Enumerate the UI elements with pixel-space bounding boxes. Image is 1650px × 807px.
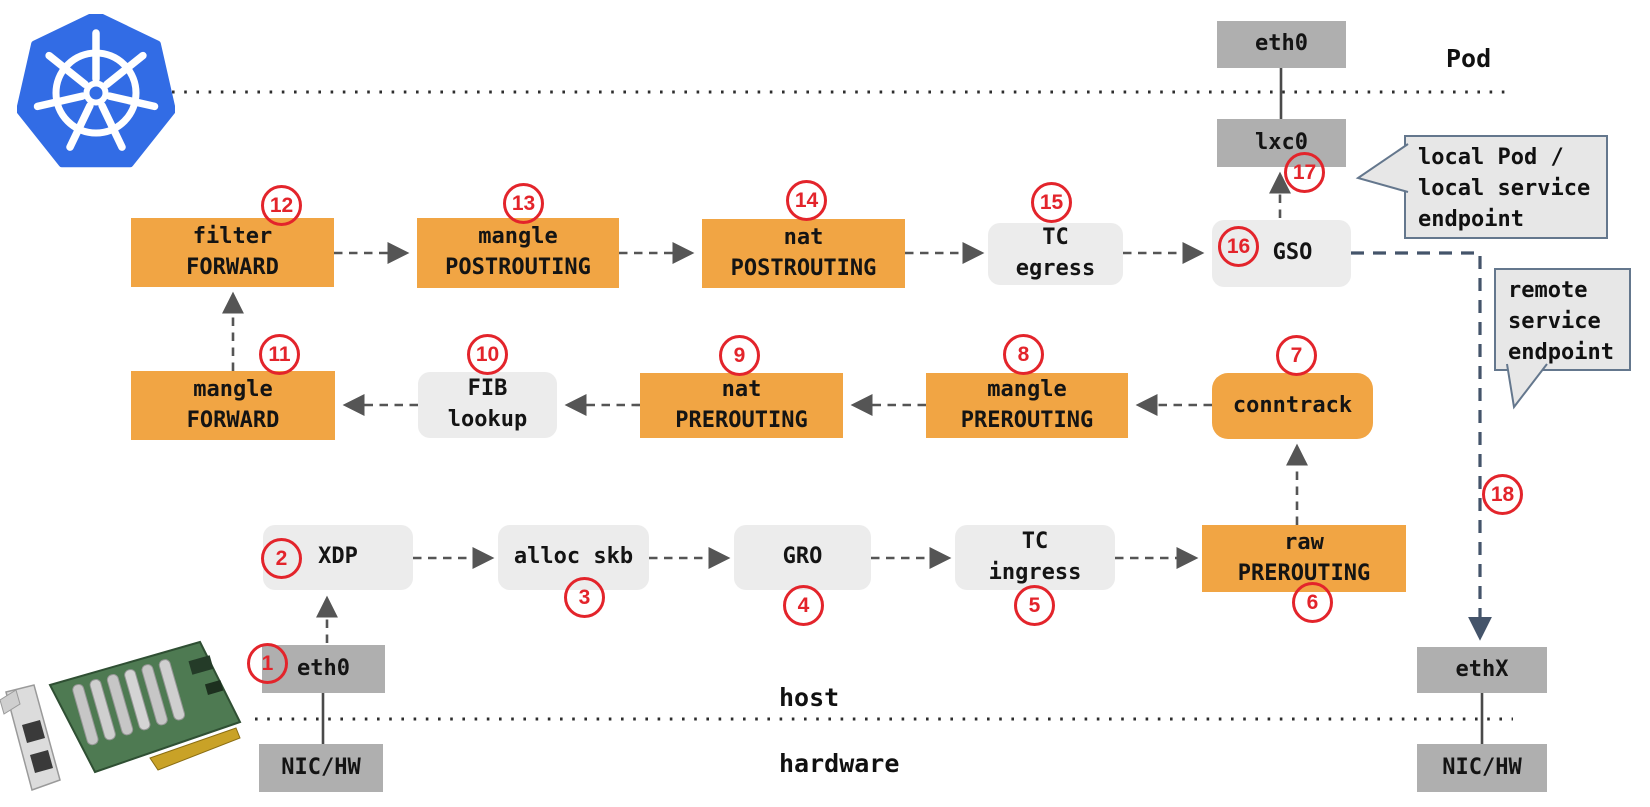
node-eth0-pod: eth0 xyxy=(1217,21,1346,68)
step-badge-13: 13 xyxy=(503,183,544,224)
step-badge-6: 6 xyxy=(1292,582,1333,623)
node-conntrack: conntrack xyxy=(1212,373,1373,439)
step-badge-5: 5 xyxy=(1014,585,1055,626)
step-badge-14: 14 xyxy=(786,180,827,221)
step-badge-8: 8 xyxy=(1003,334,1044,375)
step-badge-17: 17 xyxy=(1284,152,1325,193)
step-badge-18: 18 xyxy=(1482,474,1523,515)
step-badge-2: 2 xyxy=(261,538,302,579)
step-badge-4: 4 xyxy=(783,585,824,626)
node-nic-hw-right: NIC/HW xyxy=(1417,744,1547,792)
node-tc-ingress: TC ingress xyxy=(955,525,1115,590)
kubernetes-logo-icon xyxy=(17,14,175,168)
node-nic-hw-left: NIC/HW xyxy=(259,744,383,792)
step-badge-10: 10 xyxy=(467,334,508,375)
hardware-region-label: hardware xyxy=(779,749,900,778)
node-alloc-skb: alloc skb xyxy=(498,525,649,590)
step-badge-12: 12 xyxy=(261,185,302,226)
node-tc-egress: TC egress xyxy=(988,223,1123,285)
node-lxc0: lxc0 xyxy=(1217,119,1346,167)
local-endpoint-callout: local Pod / local service endpoint xyxy=(1404,135,1608,239)
step-badge-3: 3 xyxy=(564,577,605,618)
node-nat-prerouting: nat PREROUTING xyxy=(640,373,843,438)
node-raw-prerouting: raw PREROUTING xyxy=(1202,525,1406,592)
step-badge-9: 9 xyxy=(719,335,760,376)
node-nat-postrouting: nat POSTROUTING xyxy=(702,219,905,288)
pod-region-label: Pod xyxy=(1446,44,1492,73)
step-badge-7: 7 xyxy=(1276,335,1317,376)
step-badge-11: 11 xyxy=(259,334,300,375)
node-mangle-forward: mangle FORWARD xyxy=(131,371,335,440)
node-fib-lookup: FIB lookup xyxy=(418,372,557,438)
remote-endpoint-callout: remote service endpoint xyxy=(1494,268,1631,371)
nic-card-illustration xyxy=(0,640,242,791)
step-badge-1: 1 xyxy=(247,643,288,684)
step-badge-15: 15 xyxy=(1031,182,1072,223)
node-mangle-prerouting: mangle PREROUTING xyxy=(926,373,1128,438)
node-mangle-postrouting: mangle POSTROUTING xyxy=(417,218,619,288)
node-filter-forward: filter FORWARD xyxy=(131,218,334,287)
step-badge-16: 16 xyxy=(1218,226,1259,267)
host-region-label: host xyxy=(779,683,840,712)
node-gro: GRO xyxy=(734,525,871,590)
node-ethx: ethX xyxy=(1417,647,1547,693)
